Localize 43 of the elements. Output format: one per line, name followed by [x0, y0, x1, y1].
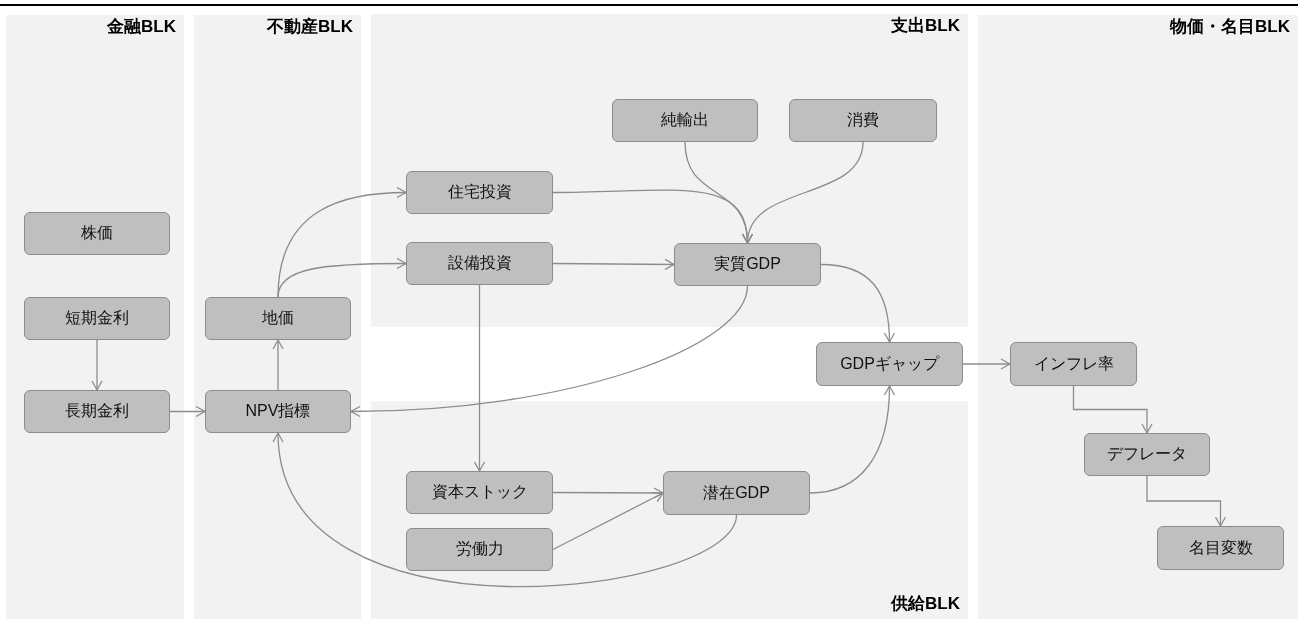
block-panel: [978, 15, 1298, 619]
process-box: 労働力: [406, 528, 553, 571]
block-heading: 支出BLK: [891, 15, 960, 37]
process-box: 資本ストック: [406, 471, 553, 514]
arrow: [274, 432, 738, 588]
process-box: 住宅投資: [406, 171, 553, 214]
block-panel: [371, 401, 968, 619]
process-box: 実質GDP: [674, 243, 821, 286]
arrow: [277, 187, 407, 298]
arrow: [962, 358, 1011, 370]
arrow: [1146, 475, 1227, 527]
arrow: [743, 141, 864, 244]
arrow: [552, 492, 664, 551]
arrow: [552, 258, 675, 271]
process-box: 純輸出: [612, 99, 758, 142]
arrow: [473, 284, 486, 472]
arrow: [272, 339, 284, 391]
process-box: GDPギャップ: [816, 342, 963, 386]
arrow: [820, 263, 895, 343]
process-box: 潜在GDP: [663, 471, 810, 515]
process-box: デフレータ: [1084, 433, 1210, 476]
block-heading: 物価・名目BLK: [1170, 16, 1290, 38]
arrow: [169, 405, 206, 418]
process-box: 短期金利: [24, 297, 170, 340]
block-heading: 金融BLK: [107, 16, 176, 38]
block-panel: [371, 14, 968, 327]
process-box: インフレ率: [1010, 342, 1137, 386]
block-panel: [194, 15, 361, 619]
process-box: 長期金利: [24, 390, 170, 433]
process-box: 設備投資: [406, 242, 553, 285]
process-box: NPV指標: [205, 390, 351, 433]
block-heading: 不動産BLK: [267, 16, 353, 38]
arrow: [350, 285, 749, 417]
arrow: [277, 257, 407, 298]
process-box: 消費: [789, 99, 937, 142]
process-box: 地価: [205, 297, 351, 340]
arrow: [1072, 385, 1153, 434]
block-panel: [6, 15, 184, 619]
arrow: [809, 385, 895, 494]
process-box: 株価: [24, 212, 170, 255]
process-box: 名目変数: [1157, 526, 1284, 570]
arrow: [91, 339, 103, 391]
block-heading: 供給BLK: [891, 593, 960, 615]
